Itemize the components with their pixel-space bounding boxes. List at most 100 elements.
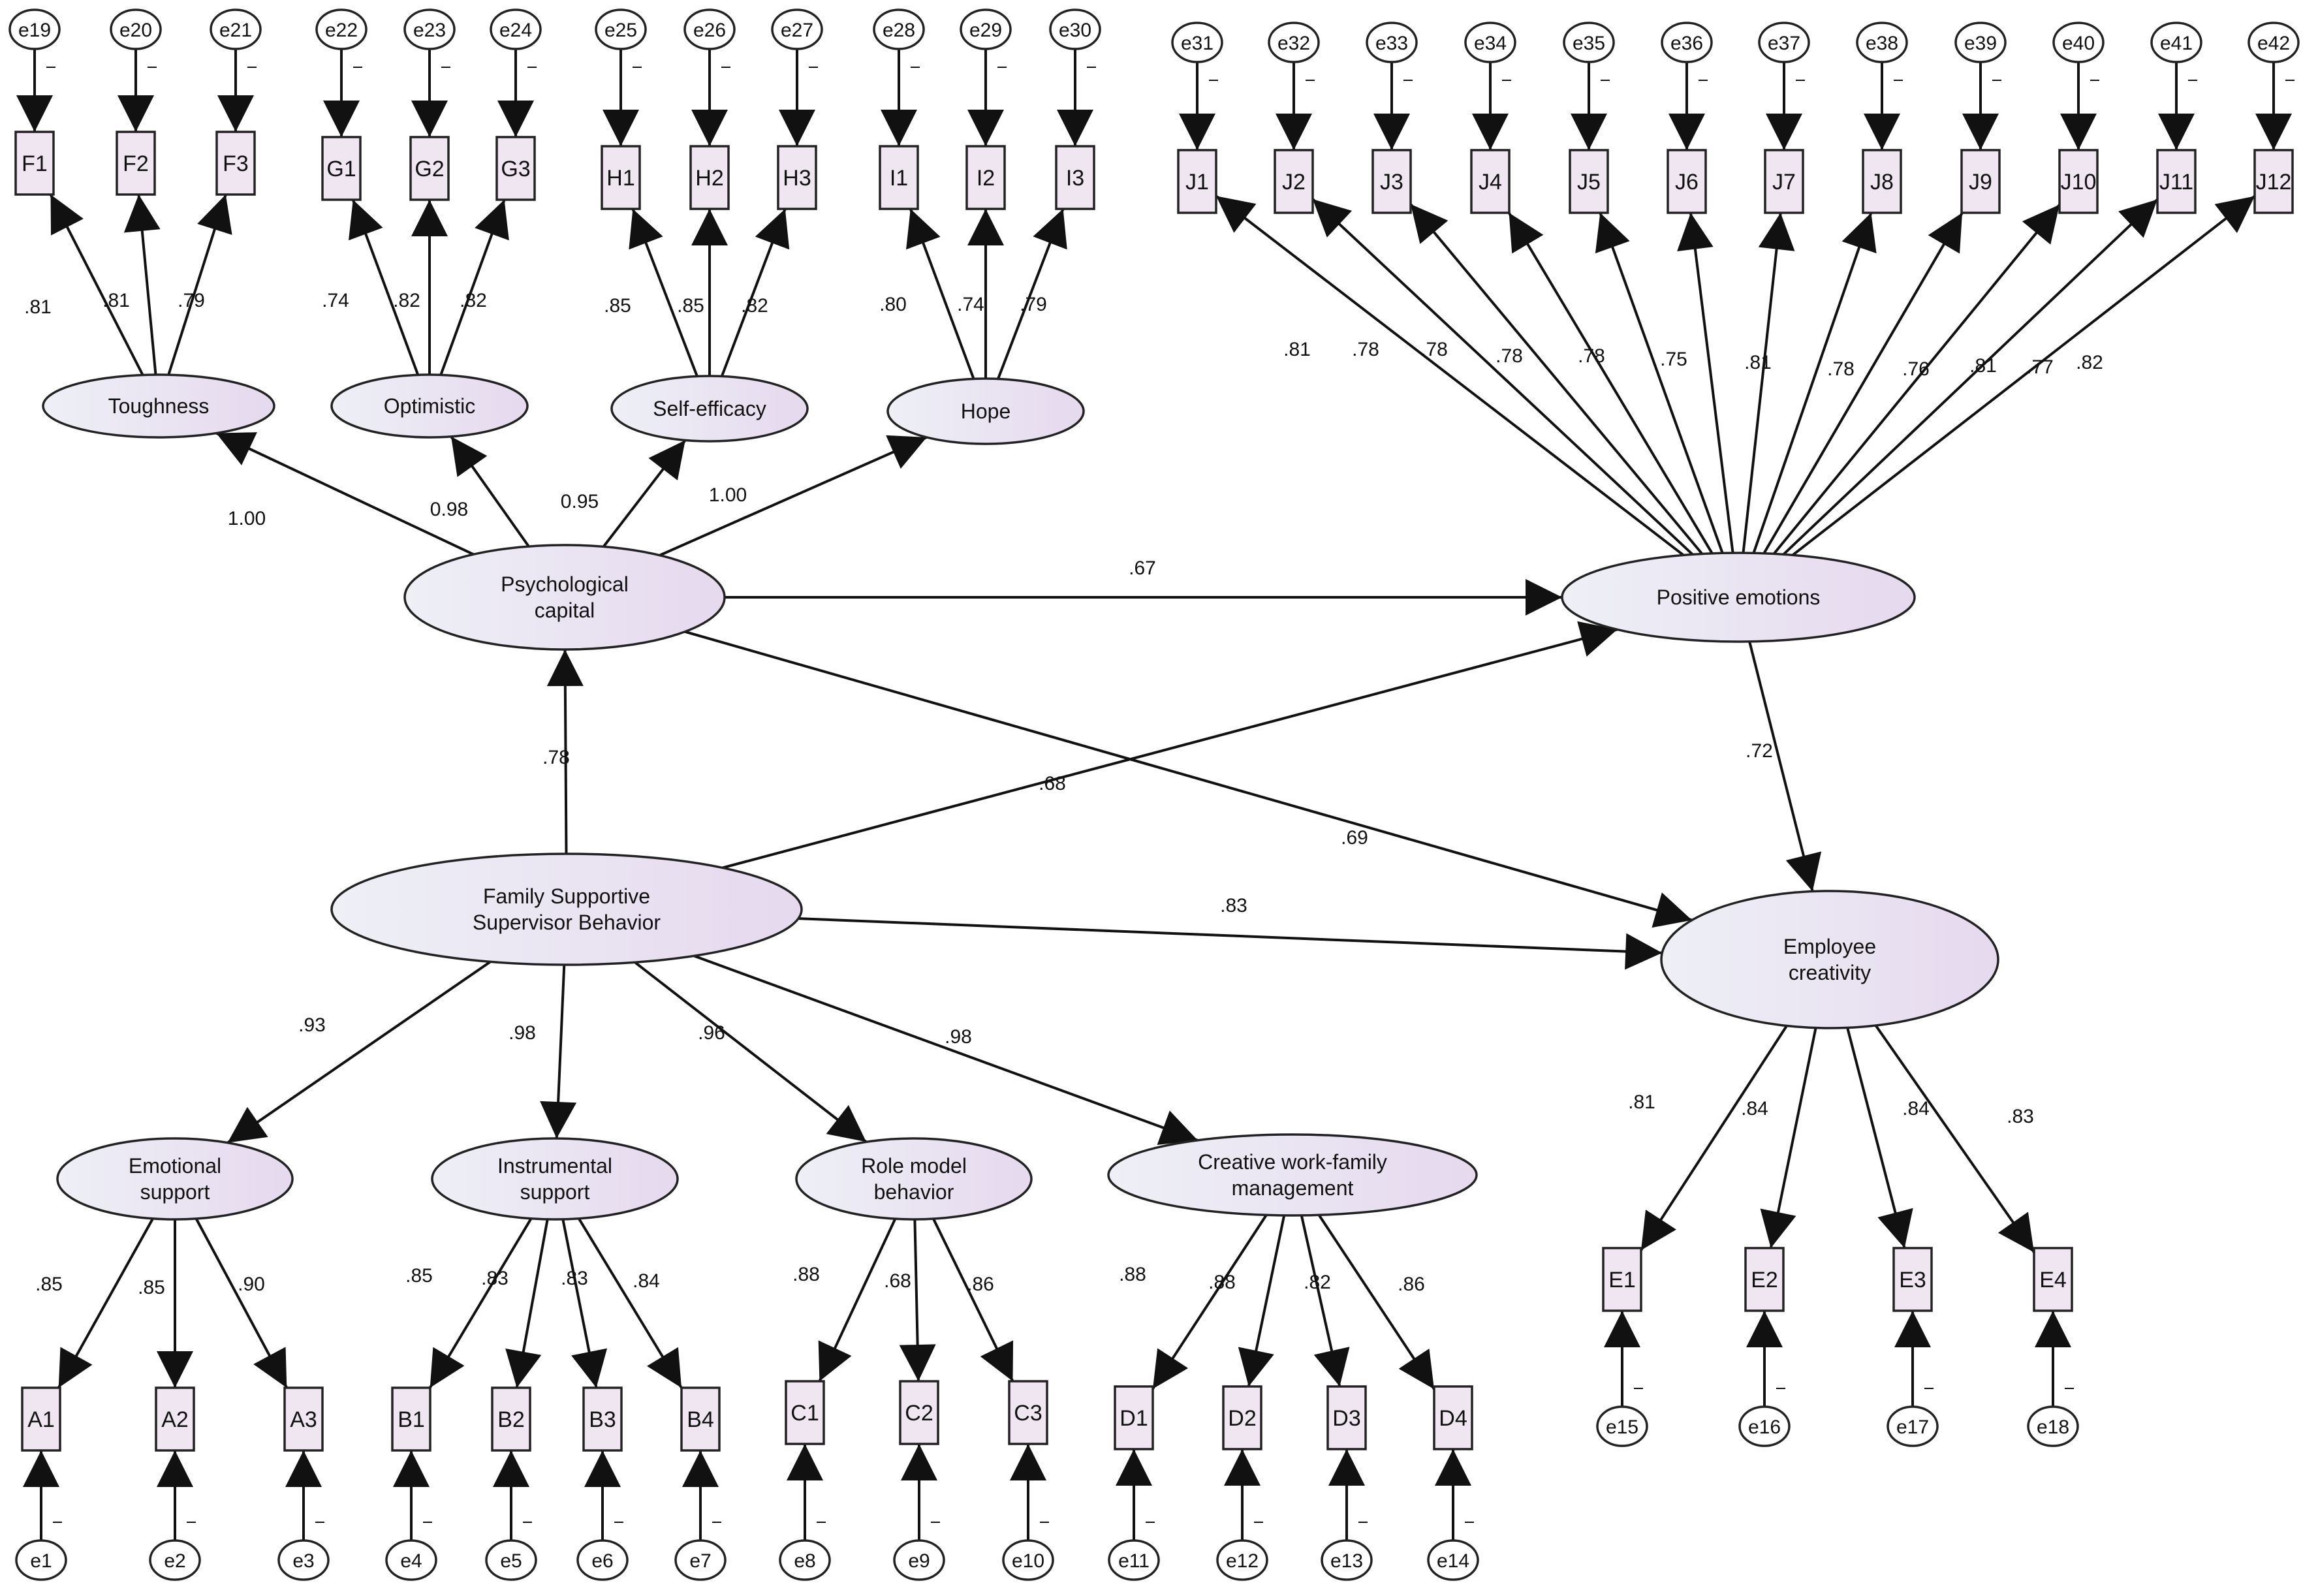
indicator-label: C1 <box>791 1401 819 1426</box>
structural-path-fssb-to-psycap <box>546 649 584 854</box>
path-coefficient-label: .69 <box>1341 827 1368 849</box>
loading-label: .78 <box>1578 345 1605 367</box>
indicator-label: J4 <box>1479 170 1502 195</box>
path-coefficient-label: .72 <box>1746 740 1773 762</box>
indicator-box <box>1177 149 1217 214</box>
indicator-label: J10 <box>2061 170 2097 195</box>
structural-path-fssb-to-emotional <box>227 960 492 1144</box>
loading-path-J3 <box>1409 203 1704 555</box>
latent-ellipse <box>610 375 809 443</box>
indicator-label: D1 <box>1120 1406 1148 1431</box>
error-label: e25 <box>604 20 637 41</box>
indicator-label: G3 <box>501 157 530 181</box>
indicator-label: C3 <box>1014 1401 1042 1426</box>
latent-ellipse <box>431 1137 679 1221</box>
loading-label: .88 <box>1208 1272 1236 1293</box>
loading-path-J6 <box>1677 212 1734 554</box>
indicator-B1: B1 <box>391 1386 431 1452</box>
loading-label: .83 <box>561 1268 588 1289</box>
loading-path-H1 <box>629 208 698 377</box>
indicator-box <box>215 131 256 196</box>
indicator-box <box>582 1386 623 1452</box>
indicator-H2: H2 <box>689 145 730 210</box>
latent-label: capital <box>535 599 595 622</box>
error-circle <box>485 1539 537 1581</box>
loading-label: .82 <box>460 290 487 311</box>
error-label: e41 <box>2160 33 2193 54</box>
indicator-J7: J7 <box>1764 149 1804 214</box>
error-term-e17: e17 <box>1887 1388 1939 1447</box>
structural-path-psycap-to-creativity <box>684 630 1693 928</box>
latent-ellipse <box>330 373 529 439</box>
indicator-box <box>1470 149 1511 214</box>
latent-ellipse <box>56 1137 294 1221</box>
indicator-label: J8 <box>1870 170 1894 195</box>
indicator-G1: G1 <box>321 136 362 201</box>
error-label: e14 <box>1437 1550 1469 1572</box>
indicator-label: J12 <box>2256 170 2292 195</box>
indicator-box <box>1008 1380 1048 1445</box>
error-circle <box>2150 22 2202 63</box>
error-label: e4 <box>400 1550 422 1572</box>
loading-path-J12 <box>1792 195 2256 556</box>
latent-posemo: Positive emotions <box>1561 552 1916 643</box>
indicator-box <box>1892 1247 1933 1312</box>
loading-label: .85 <box>604 295 631 317</box>
error-circle <box>576 1539 629 1581</box>
indicator-J8: J8 <box>1862 149 1902 214</box>
indicator-G3: G3 <box>495 136 536 201</box>
indicator-label: G1 <box>326 157 356 181</box>
error-circle <box>385 1539 437 1581</box>
latent-label: management <box>1232 1176 1354 1200</box>
loading-label: .84 <box>633 1270 660 1292</box>
error-term-e38: e38 <box>1856 22 1908 81</box>
error-term-e24: e24 <box>490 8 542 68</box>
indicator-box <box>1371 149 1412 214</box>
latent-toughness: Toughness <box>42 373 275 439</box>
latent-label: Instrumental <box>497 1154 612 1178</box>
indicator-box <box>1222 1385 1262 1450</box>
error-circle <box>1002 1539 1054 1581</box>
latent-optimistic: Optimistic <box>330 373 529 439</box>
loading-path-B3 <box>561 1219 608 1388</box>
error-label: e2 <box>164 1550 185 1572</box>
latent-label: behavior <box>874 1180 954 1204</box>
loading-path-I1 <box>906 208 975 380</box>
indicator-label: I1 <box>890 166 908 191</box>
indicator-label: D3 <box>1332 1406 1360 1431</box>
structural-path-fssb-to-instrumental <box>540 964 577 1139</box>
indicator-box <box>1667 149 1707 214</box>
loading-label: .81 <box>1744 352 1772 373</box>
error-label: e16 <box>1748 1416 1781 1438</box>
error-label: e17 <box>1896 1416 1929 1438</box>
indicator-A1: A1 <box>21 1386 61 1452</box>
error-label: e18 <box>2037 1416 2069 1438</box>
loading-label: .83 <box>2007 1106 2034 1127</box>
indicator-label: J1 <box>1185 170 1209 195</box>
error-circle <box>960 8 1012 50</box>
path-coefficient-label: .83 <box>1220 895 1247 916</box>
error-circle <box>490 8 542 50</box>
error-label: e36 <box>1670 33 1703 54</box>
error-term-e22: e22 <box>315 8 368 68</box>
error-circle <box>1856 22 1908 63</box>
indicator-J12: J12 <box>2253 149 2294 214</box>
indicator-box <box>321 136 362 201</box>
loading-path-J8 <box>1752 212 1877 554</box>
loading-path-C3 <box>932 1218 1014 1382</box>
indicator-H3: H3 <box>777 145 817 210</box>
indicator-box <box>680 1386 721 1452</box>
indicator-box <box>2156 149 2197 214</box>
indicator-box <box>21 1386 61 1452</box>
indicator-label: E1 <box>1608 1268 1636 1292</box>
error-term-e42: e42 <box>2248 22 2300 81</box>
loading-label: .85 <box>677 295 704 317</box>
loading-label: .76 <box>1902 358 1930 380</box>
error-label: e15 <box>1606 1416 1638 1438</box>
loading-path-G3 <box>439 199 509 375</box>
error-circle <box>149 1539 201 1581</box>
loading-label: .68 <box>884 1270 911 1292</box>
error-term-e9: e9 <box>893 1522 945 1581</box>
indicator-J2: J2 <box>1274 149 1314 214</box>
